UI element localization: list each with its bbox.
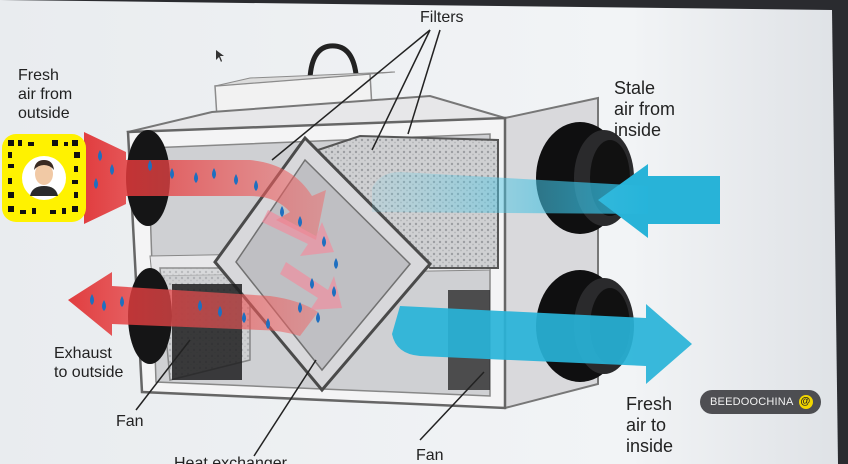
label-fresh-air-from-outside: Fresh air from outside [18,67,73,122]
watermark-badge: BEEDOOCHINA @ [700,390,821,414]
label-exhaust-to-outside: Exhaust to outside [54,345,124,381]
leader-lines [135,29,485,457]
label-fresh-air-to-inside: Fresh air to inside [626,394,674,456]
cursor-icon [216,50,224,62]
exhaust-arrow [68,272,318,336]
label-stale-air-from-inside: Stale air from inside [614,78,676,140]
watermark-text: BEEDOOCHINA [710,396,794,408]
label-filters: Filters [420,9,464,26]
at-icon: @ [798,395,813,409]
stale-air-arrow [598,164,720,238]
snapcode-icon [2,134,86,222]
water-drops [90,150,338,329]
label-fan-right: Fan [416,447,444,464]
label-heat-exchanger: Heat exchanger [174,455,287,464]
fresh-air-out-arrow [392,304,692,384]
label-fan-left: Fan [116,413,144,430]
fresh-air-in-arrow [84,132,326,240]
avatar-icon [22,156,66,200]
